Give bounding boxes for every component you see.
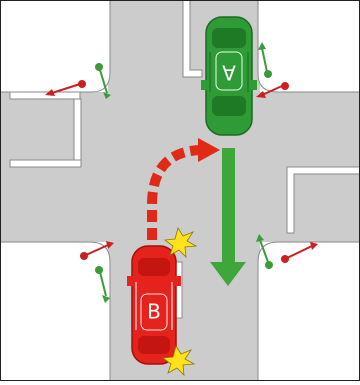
signal-indicator-icon (256, 42, 289, 98)
car-b-label-box (140, 293, 168, 331)
corner-bottom-right (257, 241, 360, 382)
curb-notch-top-left (9, 91, 81, 100)
signal-indicator-icon (256, 234, 318, 269)
car-b-rear-window (138, 336, 170, 354)
straight-path-arrow (210, 148, 246, 286)
signal-indicator-icon (80, 241, 114, 303)
curb-notch-left (73, 98, 82, 168)
car-a-rear-window (212, 28, 246, 48)
turn-arrow-path (147, 145, 201, 240)
curb-notch-left-bottom (9, 159, 82, 168)
car-a-mirror-right (251, 80, 257, 90)
straight-arrow-shaft (222, 148, 235, 263)
straight-arrow-head (210, 262, 246, 286)
car-a-mirror-left (201, 80, 207, 90)
car-b-mirror-right (175, 276, 181, 286)
signal-indicators (45, 42, 318, 303)
signal-indicator-icon (45, 63, 111, 99)
car-b-label: B (147, 300, 161, 324)
corner-top-right (257, 0, 360, 93)
impact-star-icon (161, 345, 196, 377)
car-b-windshield (138, 258, 170, 276)
turning-path-arrow (147, 138, 220, 240)
curb-notch-right (286, 166, 360, 234)
turn-arrow-head (198, 138, 220, 162)
car-a-label-box (215, 51, 243, 91)
car-a-label: A (222, 61, 236, 85)
corner-bottom-left (0, 241, 111, 382)
corner-top-left (0, 0, 111, 93)
car-a: A (201, 16, 257, 136)
car-a-windshield (212, 96, 246, 116)
car-b: B (127, 245, 181, 365)
curb-markings (9, 0, 360, 319)
impact-star-icon (163, 227, 198, 259)
curb-notch-top (182, 0, 203, 78)
car-b-mirror-left (127, 276, 133, 286)
